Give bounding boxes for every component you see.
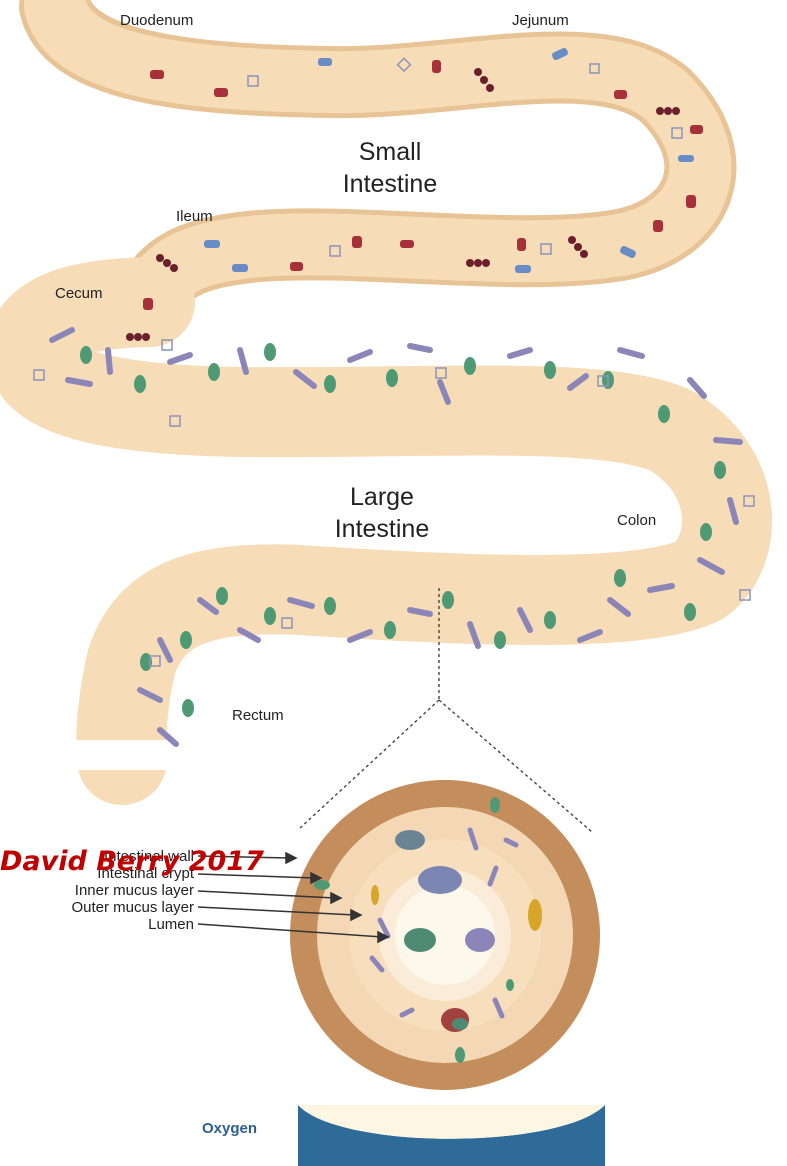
ileum-label: Ileum bbox=[176, 208, 213, 225]
bacterium bbox=[134, 375, 146, 393]
bacterium bbox=[232, 264, 248, 272]
jejunum-label: Jejunum bbox=[512, 12, 569, 29]
bacterium bbox=[386, 369, 398, 387]
large-intestine-label: Large Intestine bbox=[322, 481, 442, 545]
bacterium bbox=[494, 631, 506, 649]
bacterium bbox=[678, 155, 694, 162]
bacterium bbox=[690, 125, 703, 134]
bacterium bbox=[324, 597, 336, 615]
bacterium bbox=[515, 265, 531, 273]
bacterium bbox=[264, 343, 276, 361]
large-intestine-line2: Intestine bbox=[322, 513, 442, 545]
bacterium bbox=[216, 587, 228, 605]
bacterium bbox=[182, 699, 194, 717]
bacterium bbox=[352, 236, 362, 248]
bacterium bbox=[150, 70, 164, 79]
cross-section bbox=[290, 780, 600, 1090]
bacterium bbox=[432, 60, 441, 73]
bacterium bbox=[716, 440, 740, 442]
bacterium bbox=[544, 611, 556, 629]
bacterium bbox=[208, 363, 220, 381]
bacterium bbox=[614, 90, 627, 99]
bacterium bbox=[653, 220, 663, 232]
layer-lumen: Lumen bbox=[20, 917, 194, 932]
layer-outer-mucus: Outer mucus layer bbox=[0, 900, 194, 915]
duodenum-label: Duodenum bbox=[120, 12, 193, 29]
bacterium bbox=[466, 259, 474, 267]
colon-label: Colon bbox=[617, 512, 656, 529]
bacterium bbox=[686, 195, 696, 208]
bacterium bbox=[108, 350, 110, 372]
bacterium bbox=[170, 355, 190, 362]
bacterium bbox=[656, 107, 664, 115]
large-intestine-line1: Large bbox=[322, 481, 442, 513]
bacterium bbox=[156, 254, 164, 262]
small-intestine-line1: Small bbox=[330, 136, 450, 168]
oxygen-gradient bbox=[298, 1105, 605, 1166]
bacterium bbox=[614, 569, 626, 587]
bacterium bbox=[510, 350, 530, 356]
bacterium bbox=[143, 298, 153, 310]
bacterium bbox=[684, 603, 696, 621]
layer-inner-mucus: Inner mucus layer bbox=[0, 883, 194, 898]
cecum-label: Cecum bbox=[55, 285, 103, 302]
bacterium bbox=[517, 238, 526, 251]
bacterium bbox=[324, 375, 336, 393]
bacterium bbox=[290, 262, 303, 271]
bacterium bbox=[464, 357, 476, 375]
rectum-label: Rectum bbox=[232, 707, 284, 724]
bacterium bbox=[214, 88, 228, 97]
bacterium bbox=[410, 610, 430, 614]
bacterium bbox=[318, 58, 332, 66]
bacterium bbox=[410, 346, 430, 350]
bacterium bbox=[714, 461, 726, 479]
bacterium bbox=[568, 236, 576, 244]
bacterium bbox=[180, 631, 192, 649]
bacterium bbox=[68, 380, 90, 384]
bacterium bbox=[474, 68, 482, 76]
oxygen-label: Oxygen bbox=[202, 1120, 257, 1137]
bacterium bbox=[400, 240, 414, 248]
bacterium bbox=[700, 523, 712, 541]
bacterium bbox=[264, 607, 276, 625]
bacterium bbox=[126, 333, 134, 341]
bacterium bbox=[204, 240, 220, 248]
bacterium bbox=[350, 352, 370, 360]
author-credit: David Berry 2017 bbox=[0, 846, 264, 877]
bacterium bbox=[544, 361, 556, 379]
bacterium bbox=[658, 405, 670, 423]
bacterium bbox=[384, 621, 396, 639]
small-intestine-line2: Intestine bbox=[330, 168, 450, 200]
bacterium bbox=[442, 591, 454, 609]
small-intestine-label: Small Intestine bbox=[330, 136, 450, 200]
bacterium bbox=[650, 586, 672, 590]
bacterium bbox=[620, 350, 642, 356]
bacterium bbox=[80, 346, 92, 364]
